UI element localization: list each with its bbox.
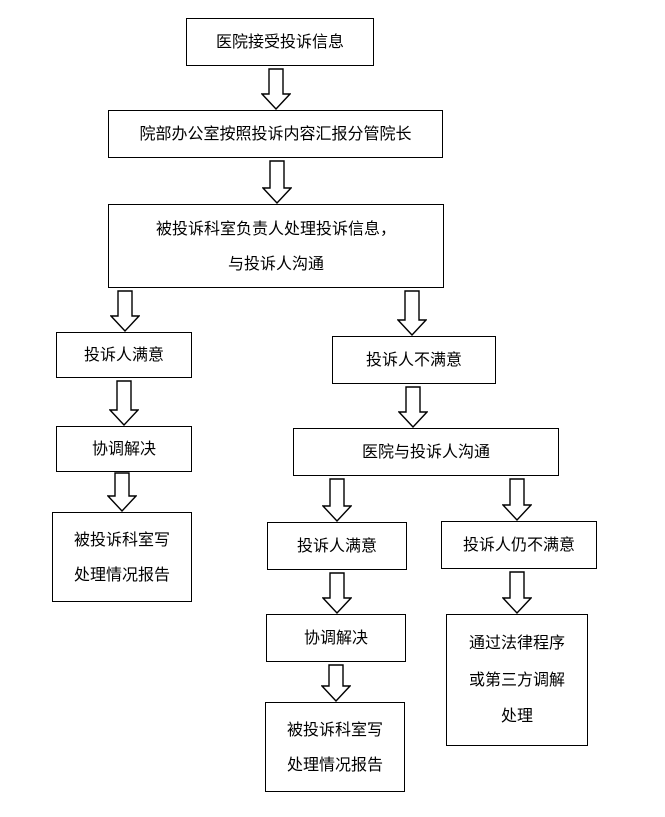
node-left-report-line2: 处理情况报告 (73, 565, 170, 584)
node-department-handle: 被投诉科室负责人处理投诉信息， 与投诉人沟通 (108, 204, 444, 288)
node-receive-complaint-text: 医院接受投诉信息 (215, 32, 344, 51)
node-mid-report-line1: 被投诉科室写 (286, 719, 383, 739)
node-left-satisfied-text: 投诉人满意 (83, 345, 164, 364)
arrow-4-left (109, 380, 139, 426)
node-hospital-communicate-text: 医院与投诉人沟通 (361, 442, 490, 461)
arrow-5-right (502, 478, 532, 521)
node-legal-process-line1: 通过法律程序 (468, 632, 565, 652)
node-mid-satisfied-text: 投诉人满意 (296, 536, 377, 555)
node-unsatisfied-text: 投诉人不满意 (365, 350, 462, 369)
node-receive-complaint: 医院接受投诉信息 (186, 18, 374, 66)
arrow-7-mid (321, 664, 351, 702)
arrow-3-right (397, 290, 427, 336)
node-department-handle-line1: 被投诉科室负责人处理投诉信息， (155, 218, 396, 238)
node-legal-process: 通过法律程序 或第三方调解 处理 (446, 614, 588, 746)
node-left-resolve-text: 协调解决 (91, 439, 156, 458)
arrow-1 (261, 68, 291, 110)
node-hospital-communicate: 医院与投诉人沟通 (293, 428, 559, 476)
node-left-report: 被投诉科室写 处理情况报告 (52, 512, 192, 602)
node-mid-resolve-text: 协调解决 (303, 628, 368, 647)
node-left-satisfied: 投诉人满意 (56, 332, 192, 378)
node-report-to-leader-text: 院部办公室按照投诉内容汇报分管院长 (139, 124, 412, 143)
arrow-4-right (398, 386, 428, 428)
node-legal-process-line3: 处理 (500, 706, 533, 726)
arrow-2 (262, 160, 292, 204)
node-mid-report-line2: 处理情况报告 (286, 755, 383, 774)
node-mid-satisfied: 投诉人满意 (267, 522, 407, 570)
node-report-to-leader: 院部办公室按照投诉内容汇报分管院长 (108, 110, 443, 158)
node-unsatisfied: 投诉人不满意 (332, 336, 496, 384)
node-left-resolve: 协调解决 (56, 426, 192, 472)
node-still-unsatisfied-text: 投诉人仍不满意 (462, 535, 575, 554)
node-left-report-line1: 被投诉科室写 (73, 529, 170, 549)
arrow-6-mid (322, 572, 352, 614)
arrow-6-right (502, 571, 532, 614)
arrow-5-mid (322, 478, 352, 522)
node-still-unsatisfied: 投诉人仍不满意 (441, 521, 597, 569)
arrow-5-left (107, 472, 137, 512)
node-mid-resolve: 协调解决 (266, 614, 406, 662)
node-department-handle-line2: 与投诉人沟通 (227, 254, 324, 273)
arrow-3-left (110, 290, 140, 332)
node-mid-report: 被投诉科室写 处理情况报告 (265, 702, 405, 792)
node-legal-process-line2: 或第三方调解 (468, 669, 565, 689)
